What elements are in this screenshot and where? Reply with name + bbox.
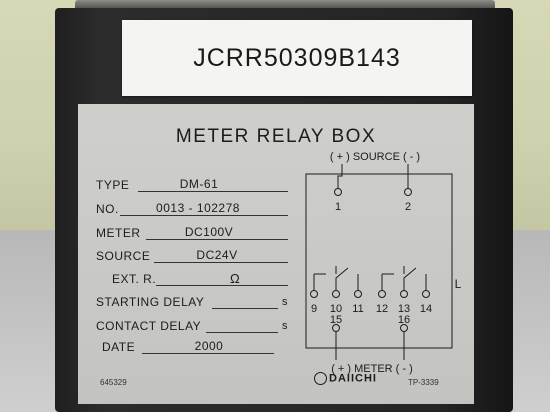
source-label: SOURCE (96, 249, 151, 263)
terminal-12-label: 12 (376, 303, 388, 315)
type-label: TYPE (96, 178, 130, 192)
diagram-side-label: L (455, 277, 462, 291)
terminal-14 (422, 290, 430, 298)
terminal-11 (354, 290, 362, 298)
starting-delay-unit: s (282, 296, 288, 308)
type-row: TYPE DM-61 (96, 177, 288, 192)
plate-title: METER RELAY BOX (175, 126, 377, 147)
brand-logo: DAIICHI (314, 372, 377, 385)
terminal-11-label: 11 (352, 303, 363, 315)
terminal-13-label: 13 (398, 303, 410, 315)
date-row: DATE 2000 (102, 339, 274, 354)
no-label: NO. (96, 202, 119, 216)
terminal-16 (400, 324, 408, 332)
ext-r-label: EXT. R. (112, 272, 157, 286)
starting-delay-row: STARTING DELAY s (96, 295, 288, 309)
plate-model: TP-3339 (408, 378, 439, 387)
name-plate: METER RELAY BOX TYPE DM-61 NO. 0013 - 10… (78, 104, 474, 404)
terminal-10-label: 10 (330, 303, 342, 315)
serial-sticker: JCRR50309B143 (122, 20, 472, 96)
source-wire-plus (337, 164, 343, 188)
terminal-2-label: 2 (405, 201, 411, 213)
ext-r-unit: Ω (230, 271, 241, 286)
wiring-diagram: ( + ) SOURCE ( - ) 1 2 9 10 11 12 13 14 … (305, 151, 462, 375)
terminal-13 (400, 290, 408, 298)
starting-delay-label: STARTING DELAY (96, 295, 205, 309)
terminal-16-label: 16 (398, 314, 410, 326)
contact-delay-unit: s (282, 320, 288, 332)
sticker-code: JCRR50309B143 (193, 44, 401, 72)
diagram-frame (305, 173, 453, 349)
type-value: DM-61 (179, 177, 219, 191)
brand-name: DAIICHI (329, 372, 377, 385)
contact-left-wires (313, 266, 359, 290)
terminal-14-label: 14 (420, 303, 432, 315)
meter-label: METER (96, 226, 141, 240)
source-value: DC24V (196, 248, 238, 262)
no-value: 0013 - 102278 (156, 201, 240, 215)
terminal-9-label: 9 (311, 303, 317, 315)
terminal-10 (332, 290, 340, 298)
ext-r-row: EXT. R. Ω (112, 271, 288, 286)
terminal-12 (378, 290, 386, 298)
terminal-15 (332, 324, 340, 332)
plate-serial: 645329 (100, 378, 127, 387)
terminal-1-label: 1 (335, 201, 341, 213)
daiichi-logo-icon (314, 372, 327, 385)
contact-delay-label: CONTACT DELAY (96, 319, 202, 333)
terminal-2 (404, 188, 412, 196)
contact-delay-row: CONTACT DELAY s (96, 319, 288, 333)
terminal-15-label: 15 (330, 314, 342, 326)
meter-value: DC100V (184, 225, 234, 239)
no-row: NO. 0013 - 102278 (96, 201, 288, 216)
contact-right-wires (381, 266, 427, 290)
date-value: 2000 (194, 339, 224, 353)
terminal-9 (310, 290, 318, 298)
source-row: SOURCE DC24V (96, 248, 288, 263)
meter-row: METER DC100V (96, 225, 288, 240)
terminal-1 (334, 188, 342, 196)
diagram-source-label: ( + ) SOURCE ( - ) (330, 151, 420, 163)
diagram-meter-label: ( + ) METER ( - ) (331, 363, 413, 375)
meter-wires (335, 332, 405, 360)
date-label: DATE (102, 340, 136, 354)
